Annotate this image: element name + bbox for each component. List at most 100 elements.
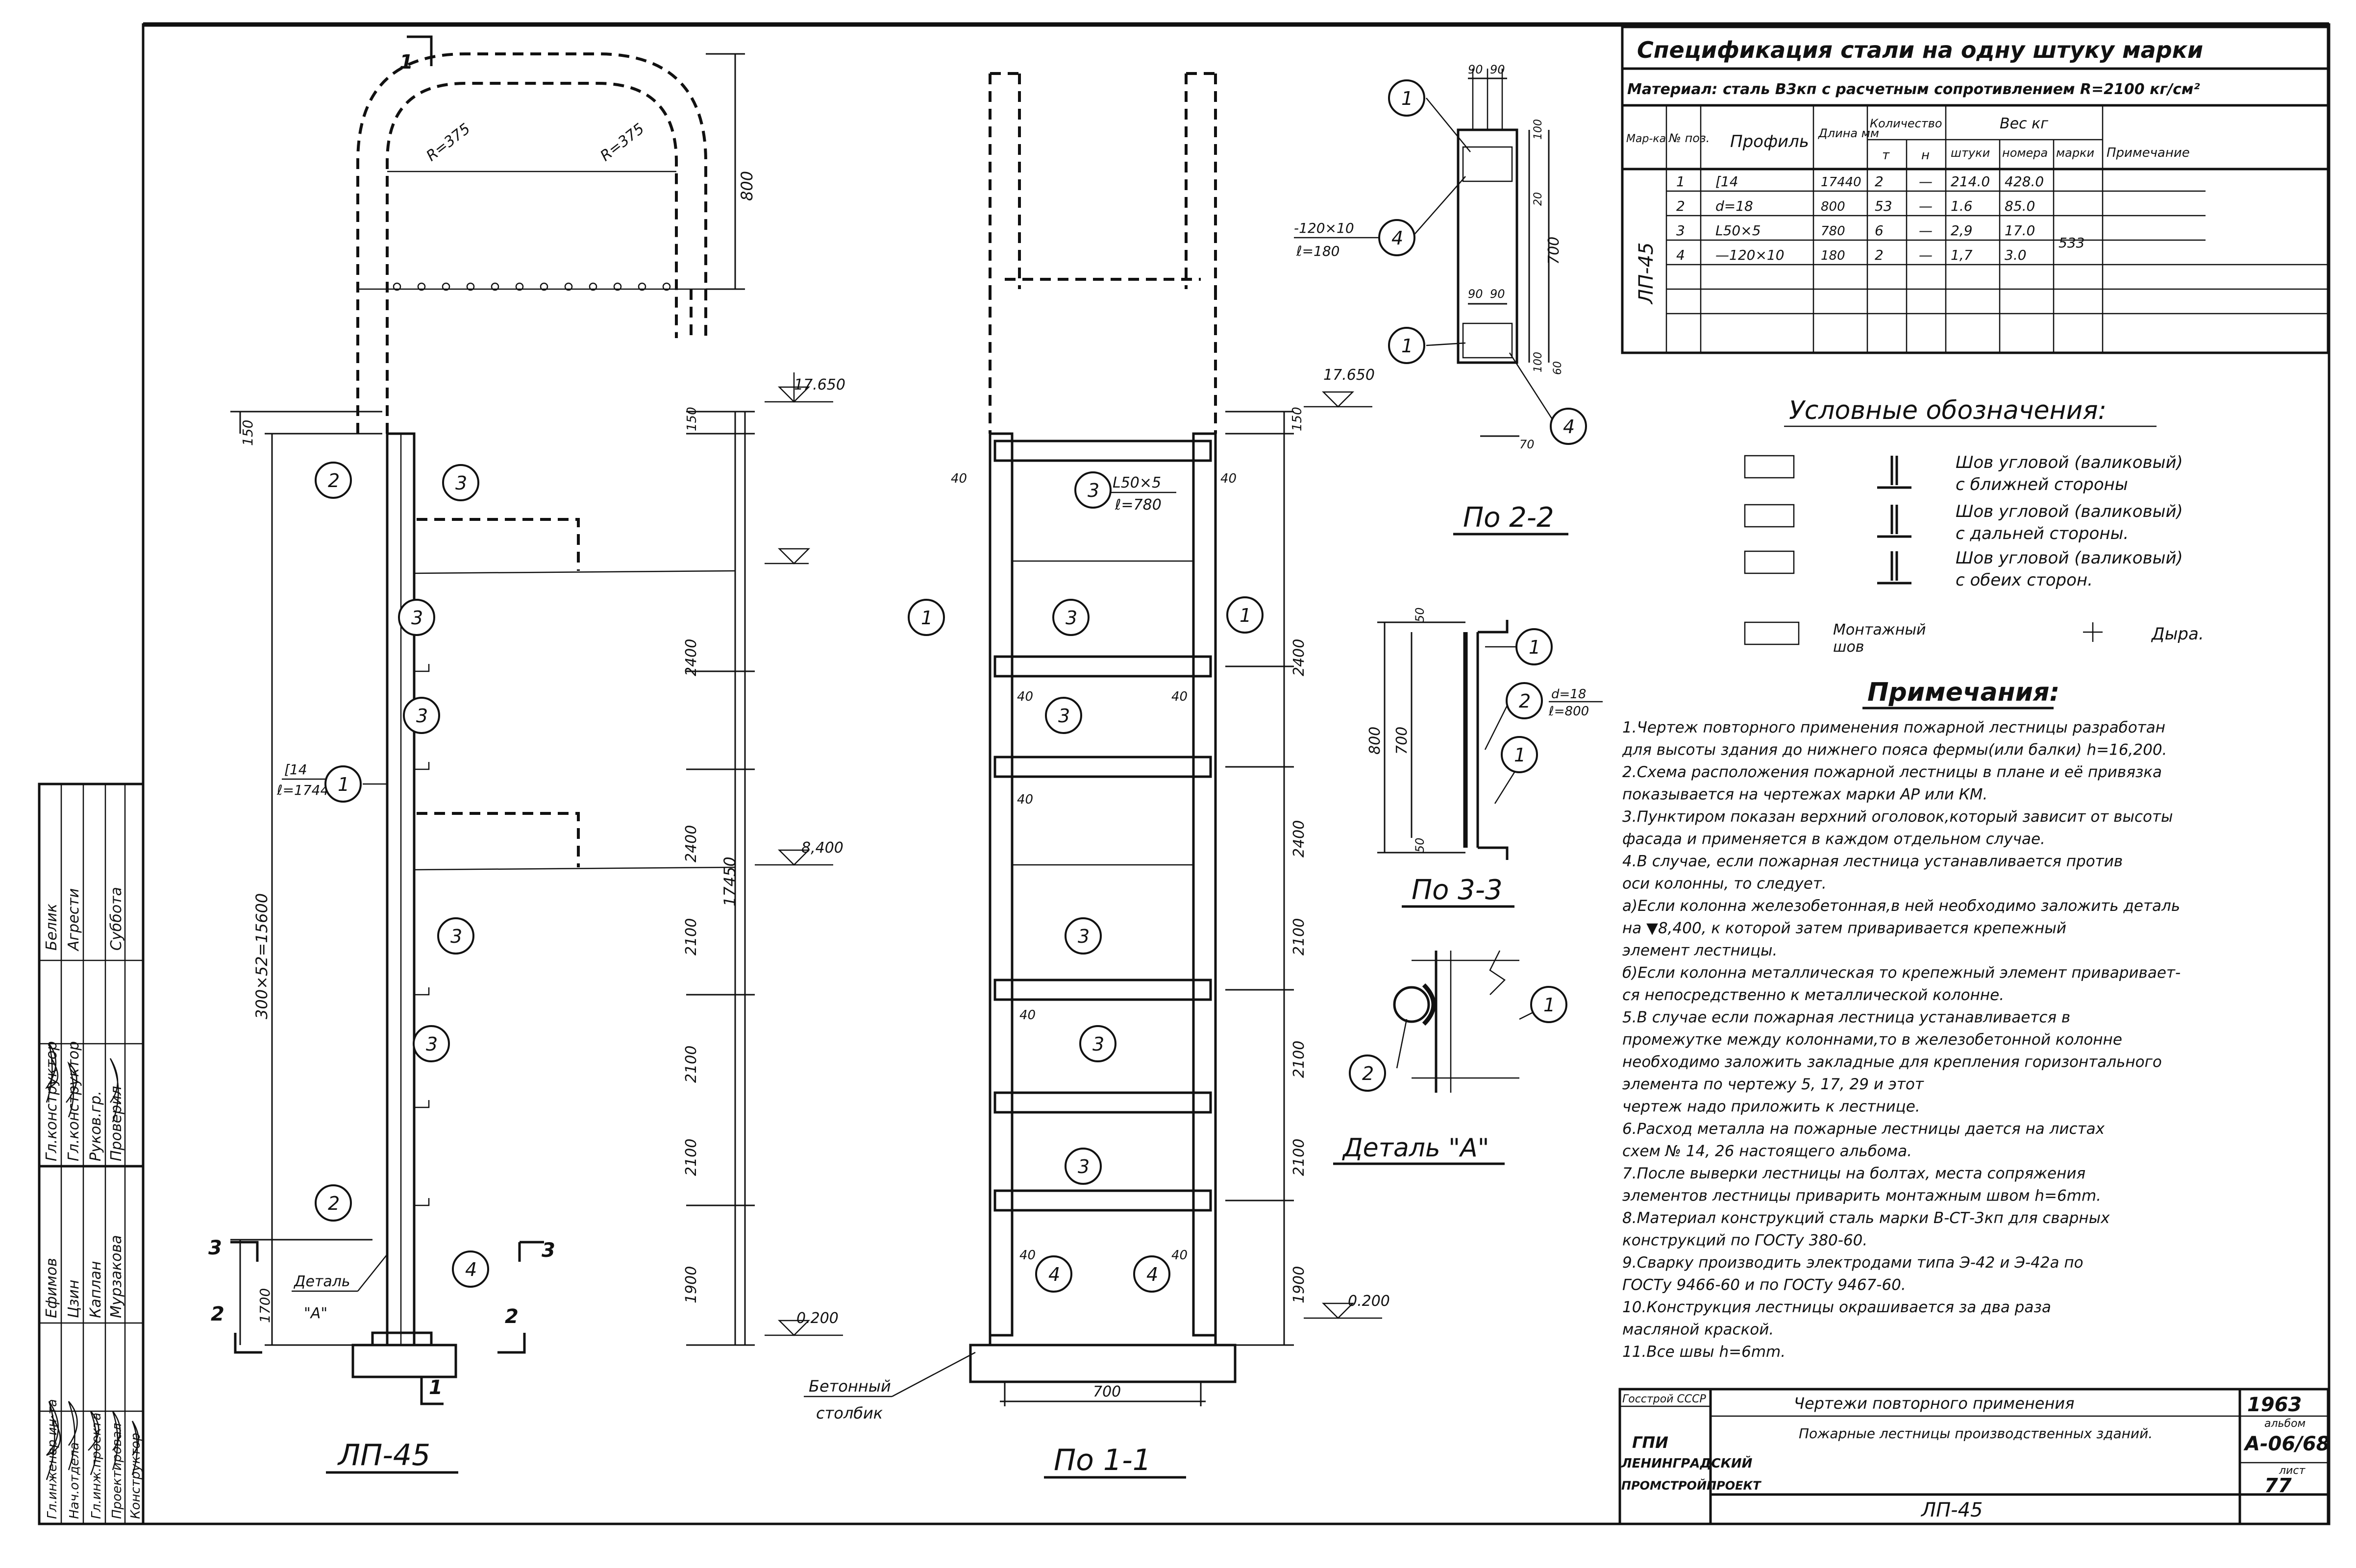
position-number: 4 xyxy=(1391,227,1403,249)
dim-60: 60 xyxy=(1552,361,1564,375)
detail-letter: "А" xyxy=(304,1305,327,1322)
dim-50: 50 xyxy=(1413,837,1427,853)
legend-item: Дыра. xyxy=(2151,624,2204,644)
elev-top-2: 17.650 xyxy=(1323,367,1375,384)
position-number: 2 xyxy=(328,470,340,491)
tb-sheet-label: лист xyxy=(2279,1465,2306,1477)
dim-2100: 2100 xyxy=(683,1046,700,1083)
spec-cell-pos: 2 xyxy=(1676,198,1685,214)
dashed-head-inner xyxy=(386,82,678,434)
legend: Условные обозначения: Шов угловой (валик… xyxy=(1744,396,2204,656)
view-section-3-3: 800 700 50 50 d=18 ℓ=800 По 3-3 xyxy=(1366,607,1603,908)
plate-len: ℓ=180 xyxy=(1296,243,1339,259)
note-line: элементов лестницы приварить монтажным ш… xyxy=(1622,1187,2101,1205)
dim-40: 40 xyxy=(1019,1248,1036,1263)
note-line: 7.После выверки лестницы на болтах, мест… xyxy=(1622,1165,2085,1182)
stamp-name: Белик xyxy=(43,904,60,951)
position-circle xyxy=(1065,917,1102,955)
dim-2400: 2400 xyxy=(1290,820,1308,858)
spec-cell-piece: 1,7 xyxy=(1951,247,1973,263)
tb-org-2: ЛЕНИНГРАДСКИЙ xyxy=(1621,1455,1753,1471)
elev-top: 17.650 xyxy=(794,376,845,393)
detail-callout: Деталь xyxy=(293,1273,350,1290)
spec-header: Вес кг xyxy=(2000,115,2048,132)
spec-header: н xyxy=(1921,148,1930,163)
position-circle xyxy=(1506,682,1543,719)
stamp-name: Суббота xyxy=(108,887,125,951)
dim-2400: 2400 xyxy=(1290,639,1308,676)
legend-item: Шов угловой (валиковый) xyxy=(1956,502,2183,521)
stamp-name: Цзин xyxy=(65,1280,82,1318)
note-line: необходимо заложить закладные для крепле… xyxy=(1622,1054,2162,1071)
signature xyxy=(131,1421,139,1475)
stamp-role: Проверил xyxy=(108,1086,125,1161)
position-number: 3 xyxy=(411,607,423,629)
dim-2100: 2100 xyxy=(1290,1139,1308,1176)
position-circle xyxy=(437,917,474,955)
spec-cell-total: 428.0 xyxy=(2005,173,2044,190)
position-circle xyxy=(1045,697,1082,734)
position-circle xyxy=(1349,1054,1386,1092)
position-circle xyxy=(1052,599,1090,636)
section-mark-1: 1 xyxy=(399,51,413,74)
note-line: 8.Материал конструкций сталь марки В-СТ-… xyxy=(1622,1209,2110,1227)
spec-cell-qty-n: — xyxy=(1919,173,1933,190)
dim-150b: 150 xyxy=(685,407,699,431)
position-number: 1 xyxy=(1401,335,1413,357)
dim-90: 90 xyxy=(1490,63,1505,76)
position-number: 2 xyxy=(1519,690,1531,712)
stamp-name: Агрести xyxy=(65,888,82,952)
dim-800: 800 xyxy=(1366,727,1384,755)
dim-150: 150 xyxy=(1290,407,1305,431)
section-mark-3: 3 xyxy=(542,1239,555,1262)
note-line: фасада и применяется в каждом отдельном … xyxy=(1622,831,2045,848)
spec-cell-qty-t: 6 xyxy=(1875,222,1884,239)
view-detail-a: Деталь "А" xyxy=(1333,950,1539,1165)
view-section-1-1: 700 40 40 40 40 40 40 40 40 150 2400 240… xyxy=(804,72,1390,1479)
spec-cell-qty-n: — xyxy=(1919,198,1933,214)
spec-cell-length: 180 xyxy=(1821,248,1845,263)
note-line: 1.Чертеж повторного применения пожарной … xyxy=(1622,719,2165,736)
dim-2100: 2100 xyxy=(1290,918,1308,956)
legend-item: Монтажный xyxy=(1833,621,1926,638)
dim-100: 100 xyxy=(1532,352,1544,372)
concrete-label: Бетонный xyxy=(809,1377,891,1396)
base-plate xyxy=(371,1331,433,1347)
spec-header: марки xyxy=(2056,146,2094,160)
position-number: 3 xyxy=(1092,1033,1104,1055)
position-number: 1 xyxy=(1514,744,1526,766)
dim-2100: 2100 xyxy=(1290,1041,1308,1078)
position-number: 4 xyxy=(1563,416,1575,438)
position-number: 3 xyxy=(450,926,462,947)
spec-header: Профиль xyxy=(1730,132,1809,151)
spec-header: Длина мм xyxy=(1818,126,1879,140)
position-number: 3 xyxy=(1058,705,1070,727)
spec-table: Спецификация стали на одну штуку марки М… xyxy=(1621,25,2330,354)
dashed-head xyxy=(356,52,707,434)
tb-org-top: Госстрой СССР xyxy=(1622,1393,1707,1405)
dim-800: 800 xyxy=(738,171,756,201)
dim-2100: 2100 xyxy=(683,1139,700,1176)
dim-50: 50 xyxy=(1413,607,1427,622)
dim-20: 20 xyxy=(1532,192,1544,206)
spec-cell-profile: —120×10 xyxy=(1715,247,1785,263)
spec-cell-total: 85.0 xyxy=(2005,198,2035,214)
position-number: 3 xyxy=(1088,480,1099,501)
tb-album: А-06/68 xyxy=(2243,1433,2330,1455)
position-number: 2 xyxy=(328,1193,340,1214)
signature xyxy=(109,1058,119,1123)
spec-header: № поз. xyxy=(1668,131,1710,145)
concrete-post-section xyxy=(969,1344,1237,1383)
spec-title: Спецификация стали на одну штуку марки xyxy=(1637,37,2203,63)
position-circle xyxy=(1079,1025,1116,1062)
rung-section xyxy=(1393,986,1430,1023)
tb-sheet: 77 xyxy=(2264,1474,2292,1497)
note-line: конструкций по ГОСТу 380-60. xyxy=(1622,1232,1867,1250)
note-line: масляной краской. xyxy=(1622,1321,1774,1339)
spec-cell-piece: 1.6 xyxy=(1951,198,1973,214)
stamp-name: Каплан xyxy=(87,1261,104,1318)
note-line: оси колонны, то следует. xyxy=(1622,875,1827,893)
tb-line1: Чертежи повторного применения xyxy=(1794,1394,2074,1413)
spec-header: т xyxy=(1882,148,1890,163)
legend-title: Условные обозначения: xyxy=(1789,396,2107,425)
